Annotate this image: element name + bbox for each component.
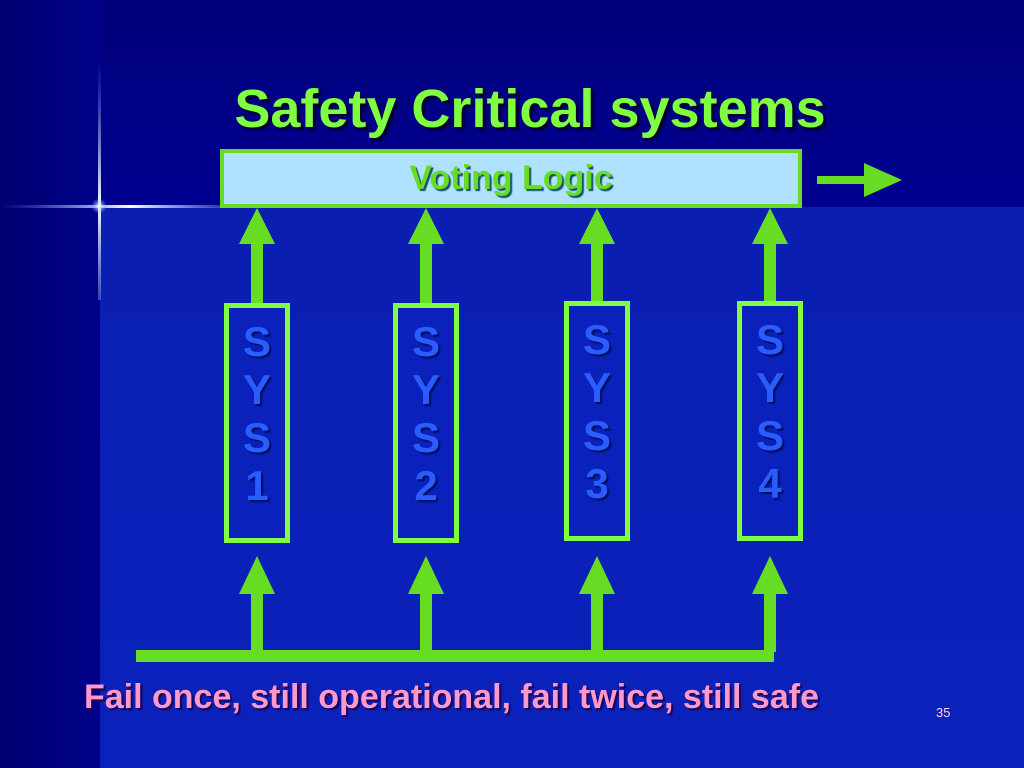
arrow-sys4-to-voting-icon: [752, 208, 788, 303]
system-3-number: 3: [585, 460, 609, 507]
system-box-1: S Y S 1: [224, 303, 290, 543]
slide-caption: Fail once, still operational, fail twice…: [84, 678, 819, 716]
arrow-bus-to-sys1-icon: [239, 556, 275, 652]
system-box-3: S Y S 3: [564, 301, 630, 541]
arrow-sys1-to-voting-icon: [239, 208, 275, 305]
arrow-bus-to-sys4-icon: [752, 556, 788, 652]
system-1-letter: Y: [242, 366, 271, 413]
system-3-letter: S: [582, 316, 611, 363]
arrow-sys3-to-voting-icon: [579, 208, 615, 303]
system-3-letter: S: [582, 412, 611, 459]
system-4-number: 4: [758, 460, 782, 507]
background-left-band: [0, 0, 100, 768]
system-2-letter: Y: [411, 366, 440, 413]
input-bus-line: [136, 650, 774, 662]
system-4-letter: Y: [755, 364, 784, 411]
system-1-letter: S: [242, 414, 271, 461]
system-2-number: 2: [414, 462, 438, 509]
output-arrow-icon: [817, 163, 902, 197]
system-box-4: S Y S 4: [737, 301, 803, 541]
system-4-letter: S: [755, 316, 784, 363]
slide-title: Safety Critical systems: [234, 79, 826, 139]
system-2-letter: S: [411, 318, 440, 365]
system-3-letter: Y: [582, 364, 611, 411]
arrow-sys2-to-voting-icon: [408, 208, 444, 305]
arrow-bus-to-sys2-icon: [408, 556, 444, 652]
voting-logic-label: Voting Logic: [409, 159, 613, 197]
system-4-letter: S: [755, 412, 784, 459]
system-box-2: S Y S 2: [393, 303, 459, 543]
arrow-bus-to-sys3-icon: [579, 556, 615, 652]
system-2-letter: S: [411, 414, 440, 461]
voting-logic-box: Voting Logic: [220, 149, 802, 208]
system-1-number: 1: [245, 462, 269, 509]
page-number: 35: [936, 705, 951, 720]
system-1-letter: S: [242, 318, 271, 365]
